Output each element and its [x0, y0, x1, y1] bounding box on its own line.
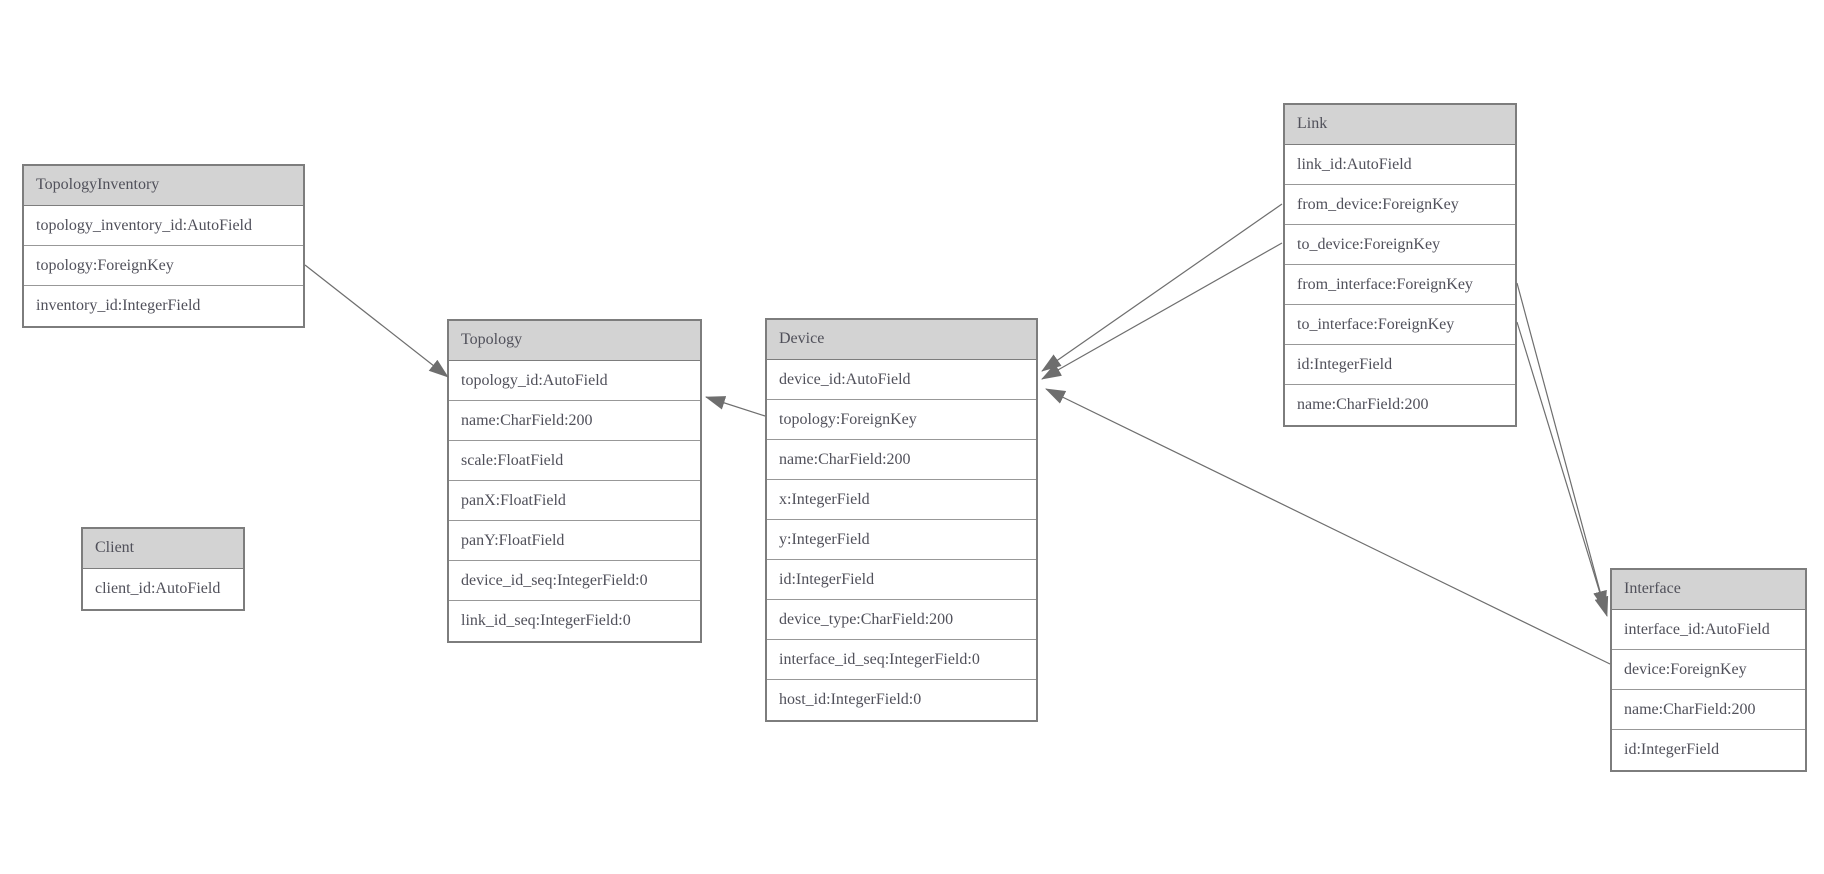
field-row: interface_id:AutoField	[1612, 610, 1805, 650]
relation-edge-link-from_device-device	[1041, 203, 1283, 372]
field-row: from_interface:ForeignKey	[1285, 265, 1515, 305]
field-row: id:IntegerField	[1285, 345, 1515, 385]
table-title-link: Link	[1285, 105, 1515, 145]
field-row: topology_id:AutoField	[449, 361, 700, 401]
field-row: device_type:CharField:200	[767, 600, 1036, 640]
field-row: to_device:ForeignKey	[1285, 225, 1515, 265]
field-row: name:CharField:200	[1297, 396, 1429, 413]
field-row: id:IntegerField	[1624, 741, 1720, 758]
field-row: panX:FloatField	[449, 481, 700, 521]
field-row: y:IntegerField	[767, 520, 1036, 560]
table-title-client: Client	[83, 529, 243, 569]
field-row: id:IntegerField	[767, 560, 1036, 600]
field-row: device_id_seq:IntegerField:0	[449, 561, 700, 601]
relation-edge-device-topology	[705, 396, 766, 417]
field-row: link_id:AutoField	[1285, 145, 1515, 185]
field-row: device_id:AutoField	[767, 360, 1036, 400]
field-row: topology_inventory_id:AutoField	[24, 206, 303, 246]
field-row: panY:FloatField	[449, 521, 700, 561]
field-row: host_id:IntegerField:0	[779, 691, 922, 708]
table-title-interface: Interface	[1612, 570, 1805, 610]
table-title-topology: Topology	[449, 321, 700, 361]
relation-edge-link-to_interface-interface	[1516, 321, 1609, 617]
relation-edge-link-to_device-device	[1041, 242, 1283, 380]
relation-edge-interface-device-device	[1045, 388, 1611, 665]
field-row: scale:FloatField	[449, 441, 700, 481]
field-row: name:CharField:200	[449, 401, 700, 441]
field-row: topology:ForeignKey	[767, 400, 1036, 440]
field-row: from_device:ForeignKey	[1285, 185, 1515, 225]
entity-table-client: Client client_id:AutoField	[81, 527, 245, 611]
field-row: x:IntegerField	[767, 480, 1036, 520]
field-row: device:ForeignKey	[1612, 650, 1805, 690]
field-row: name:CharField:200	[767, 440, 1036, 480]
relation-edge-link-from_interface-interface	[1516, 282, 1607, 611]
relation-edge-topologyinventory-topology	[304, 264, 449, 378]
field-row: client_id:AutoField	[95, 580, 221, 597]
field-row: interface_id_seq:IntegerField:0	[767, 640, 1036, 680]
table-title-device: Device	[767, 320, 1036, 360]
field-row: name:CharField:200	[1612, 690, 1805, 730]
field-row: inventory_id:IntegerField	[36, 297, 201, 314]
table-title-topology-inventory: TopologyInventory	[24, 166, 303, 206]
field-row: to_interface:ForeignKey	[1285, 305, 1515, 345]
field-row: topology:ForeignKey	[24, 246, 303, 286]
field-row: link_id_seq:IntegerField:0	[461, 612, 631, 629]
